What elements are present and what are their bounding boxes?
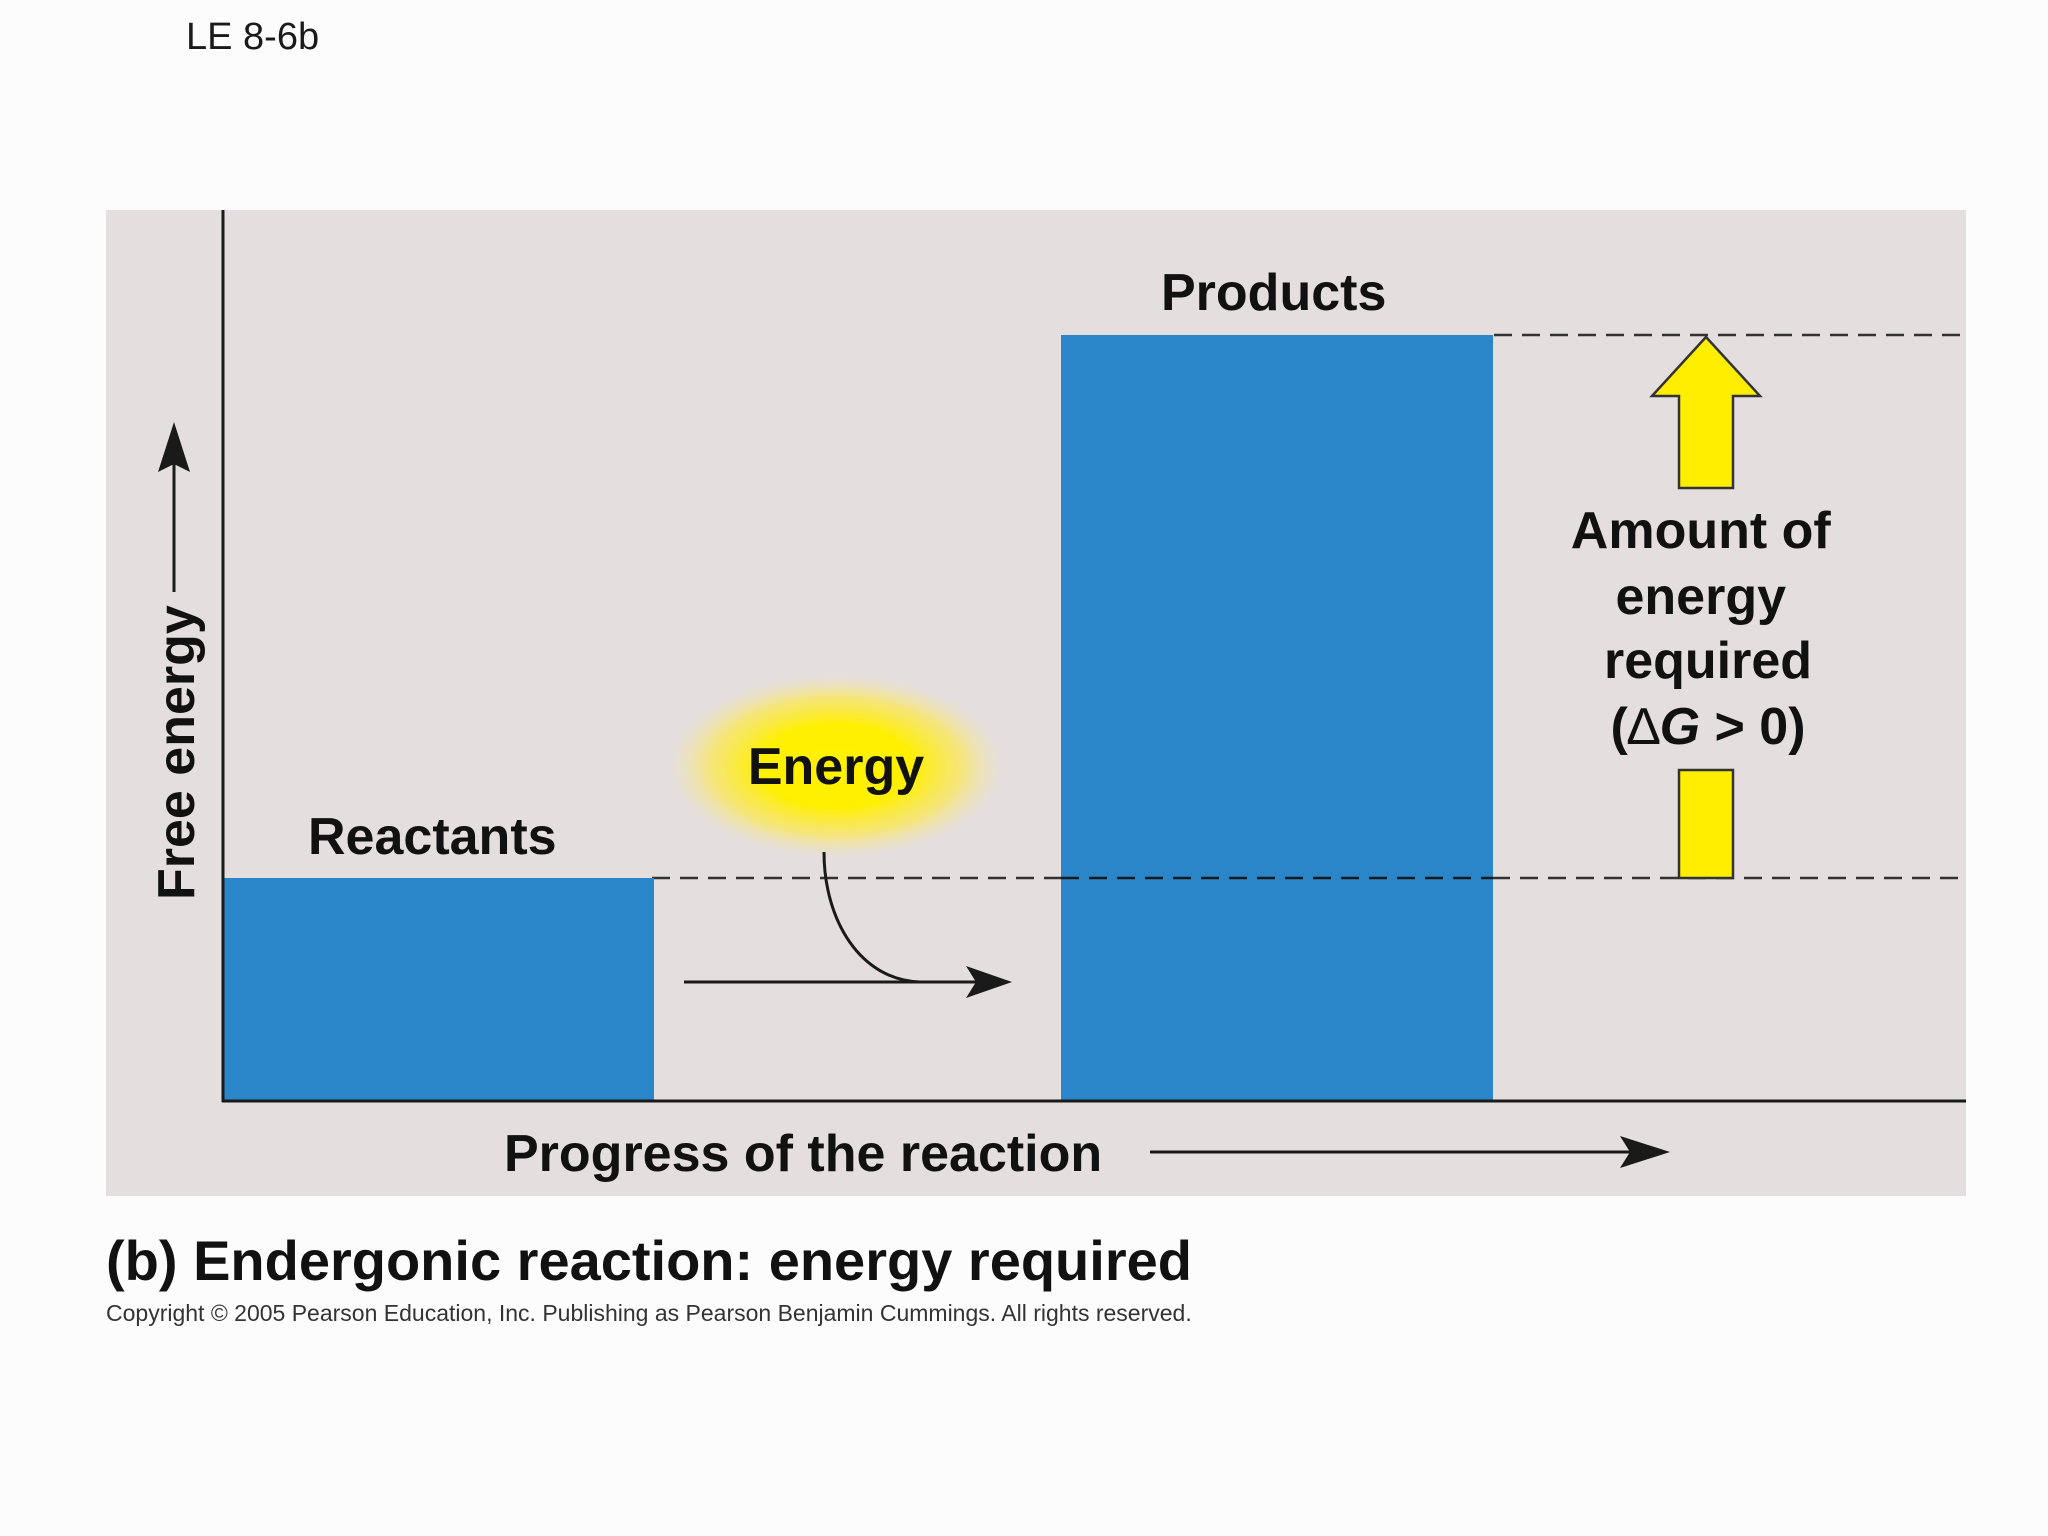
y-axis-label-group: Free energy — [148, 605, 206, 900]
products-bar — [1061, 335, 1493, 1102]
y-axis-label: Free energy — [148, 605, 206, 900]
delta-symbol: ∆ — [1628, 698, 1660, 756]
products-label: Products — [1161, 264, 1386, 322]
amount-label-line-2: energy — [1616, 568, 1787, 626]
delta-g-arrow-stem — [1677, 768, 1735, 880]
reactants-label: Reactants — [308, 808, 557, 866]
y-axis-arrowhead — [158, 422, 190, 472]
delta-g-symbol: G — [1660, 698, 1700, 756]
delta-g-label: (∆G > 0) — [1610, 698, 1805, 756]
figure-caption: (b) Endergonic reaction: energy required — [106, 1229, 1192, 1292]
amount-label-line-1: Amount of — [1571, 502, 1832, 560]
delta-g-open: ( — [1610, 698, 1628, 756]
energy-label: Energy — [748, 738, 924, 796]
amount-label: Amount of energy required — [1571, 502, 1845, 690]
reactants-bar — [224, 878, 654, 1102]
slide-label: LE 8-6b — [186, 16, 320, 58]
amount-label-line-3: required — [1604, 632, 1812, 690]
reaction-arrowhead — [966, 966, 1012, 998]
energy-glow — [668, 674, 1004, 858]
x-axis-arrowhead — [1620, 1136, 1670, 1168]
x-axis-label: Progress of the reaction — [504, 1125, 1102, 1183]
copyright-notice: Copyright © 2005 Pearson Education, Inc.… — [106, 1300, 1192, 1326]
delta-g-arrow-head — [1649, 335, 1763, 490]
delta-g-rest: > 0) — [1700, 698, 1806, 756]
